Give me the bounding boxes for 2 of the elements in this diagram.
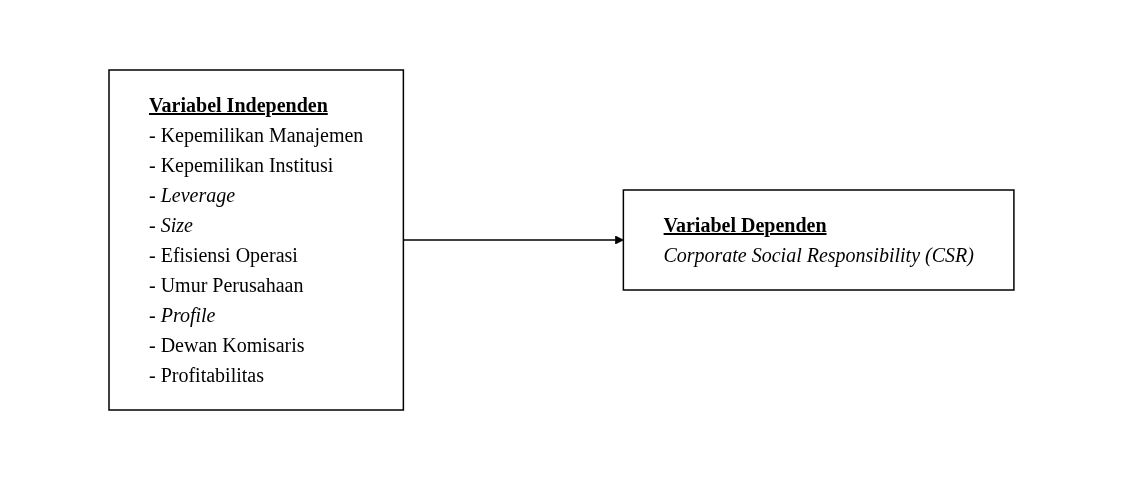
node-box: Variabel Dependen Corporate Social Responsibility (CSR) [622, 188, 1015, 291]
node-box: Variabel Independen - Kepemilikan Manajemen - Kepemilikan Institusi - Leverage - Size - Efisiensi Operasi - Umur Perusahaan - Profile - Dewan Komisaris - Profitabilitas [107, 68, 404, 411]
